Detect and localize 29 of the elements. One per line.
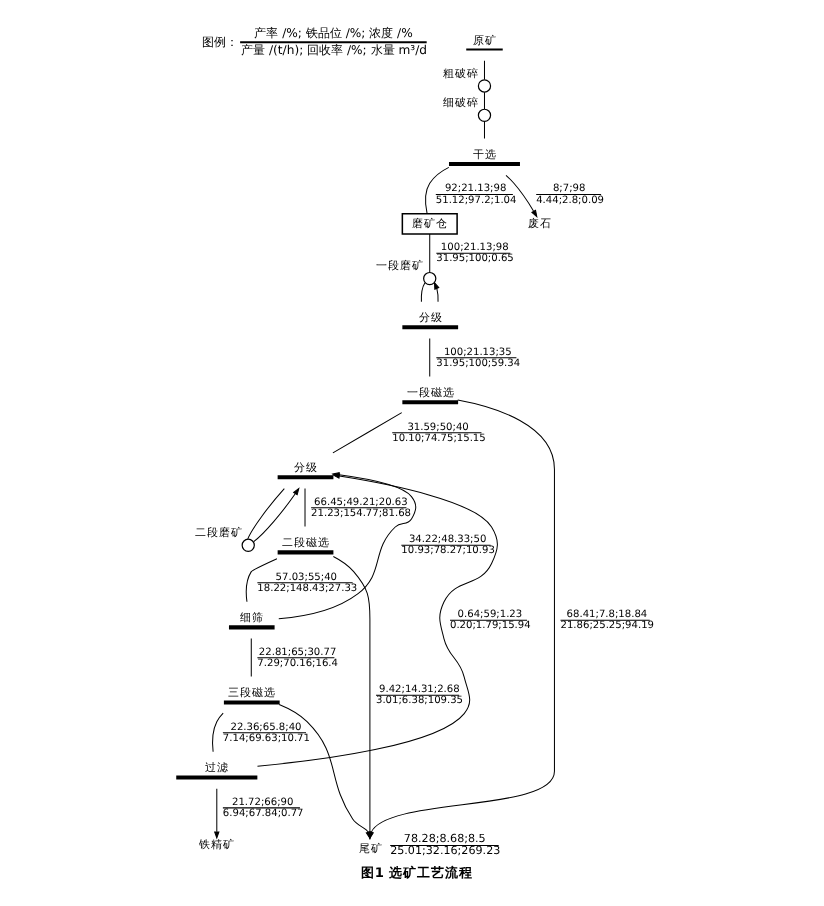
connector [249,637,251,677]
arrow [504,173,537,217]
node-box [465,47,502,50]
connector [482,59,484,80]
node-box [448,161,519,166]
node-circle [240,537,254,551]
node-box [401,399,458,404]
node-box [175,774,257,779]
connector [244,557,277,602]
connector [428,232,430,272]
node-circle [422,270,436,285]
node-box [222,699,279,704]
connector [211,711,223,752]
connector [482,90,484,109]
arrow [252,486,299,542]
connector [482,120,484,139]
node-box [401,324,458,329]
connector [424,165,449,214]
node-box [227,624,274,629]
connector [428,336,430,376]
node-box [276,549,333,554]
arrow [212,787,219,839]
connector [419,281,425,302]
node-circle [476,78,491,92]
connector [246,487,284,539]
connector [331,411,402,453]
arrow [432,280,439,302]
node-box [276,474,333,479]
node-circle [476,107,491,122]
